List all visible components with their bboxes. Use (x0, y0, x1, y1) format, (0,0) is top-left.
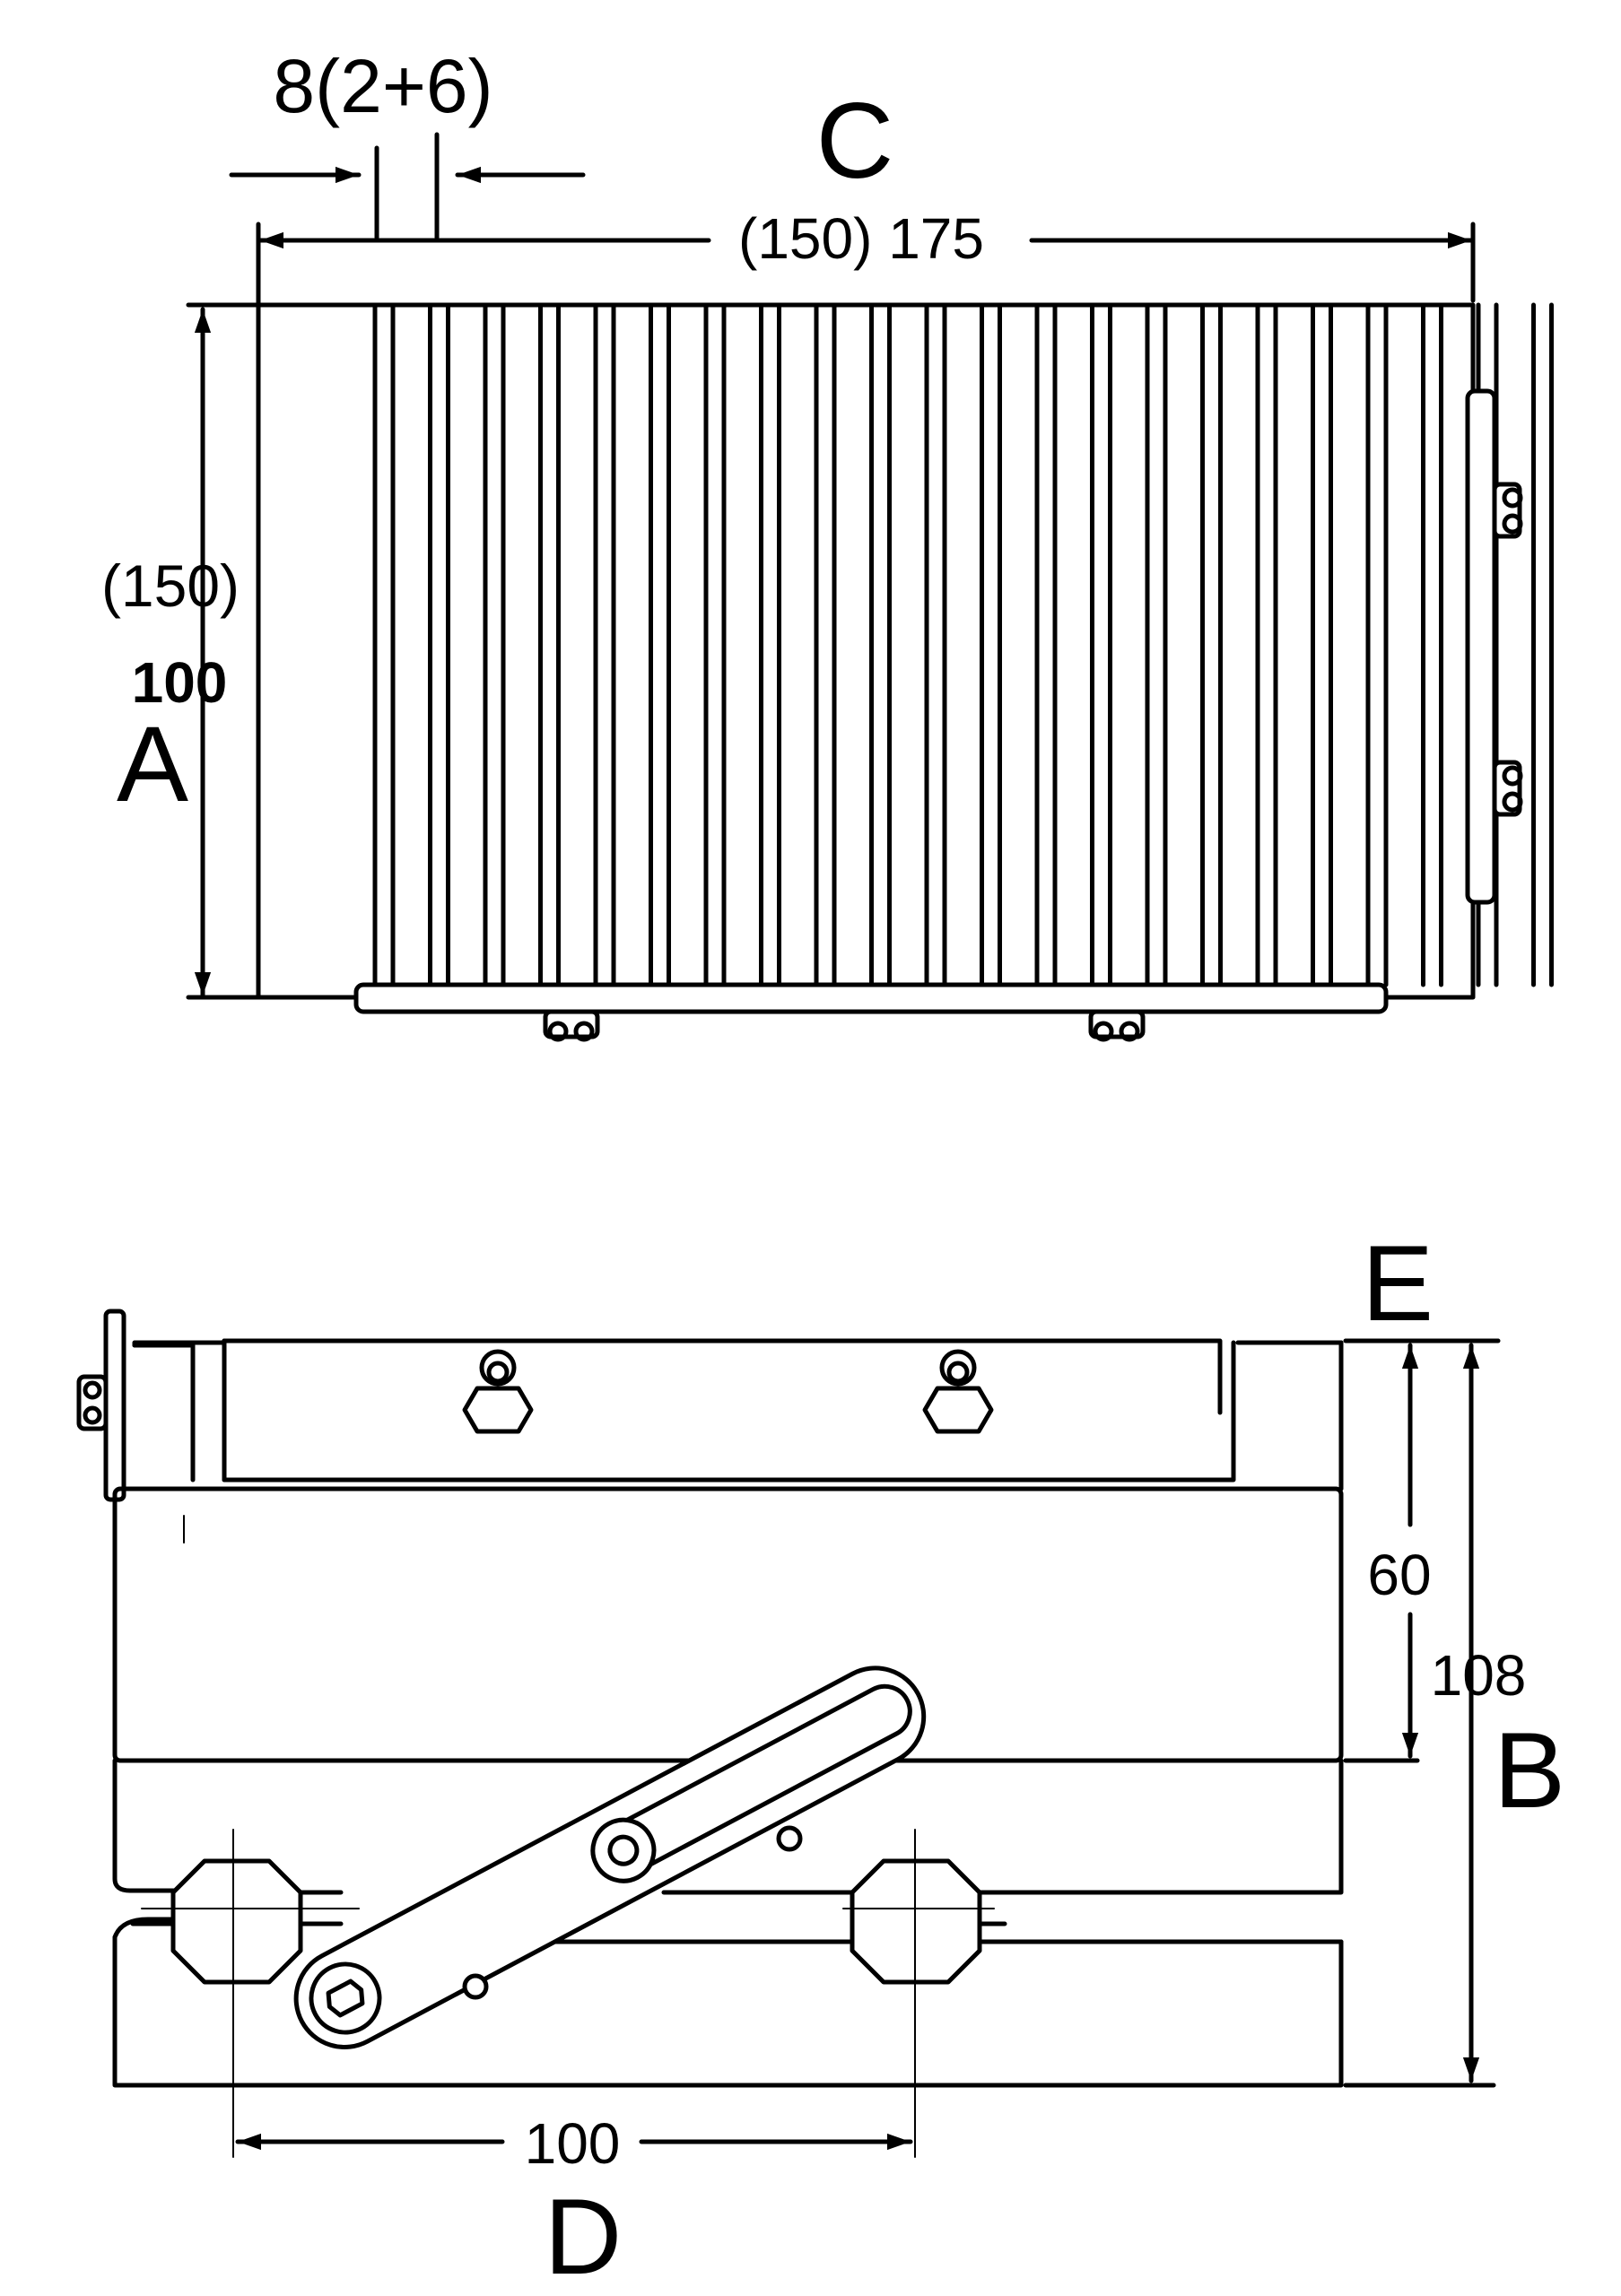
keyhole-screw-right (922, 1349, 994, 1434)
width-dimension: (150) 175 (256, 206, 1476, 306)
height-alt-label: (150) (101, 552, 240, 619)
height-dimension-60: 60 (1343, 1338, 1501, 1763)
lever-arm (293, 1665, 927, 2049)
letter-b: B (1494, 1710, 1565, 1831)
keyhole-screw-left (462, 1349, 534, 1434)
top-plate (132, 1338, 1344, 1492)
height-total-label: 108 (1431, 1643, 1527, 1708)
pivot-pin-left (130, 1858, 360, 1985)
width-label: (150) 175 (738, 206, 984, 271)
letter-d: D (545, 2177, 623, 2296)
top-view: 8(2+6) C (150) 175 (150) 100 A (101, 44, 1554, 1042)
slot-dimension: 8(2+6) (229, 44, 586, 240)
height-label: 100 (132, 650, 228, 715)
left-bracket (76, 1309, 126, 1502)
pivot-dimension: 100 D (232, 1829, 916, 2296)
right-lugs (1492, 482, 1523, 817)
letter-a: A (117, 704, 188, 824)
height-dimension: (150) 100 A (101, 302, 263, 1000)
side-view: E (76, 1223, 1565, 2296)
pivot-pin-right (842, 1858, 1007, 1985)
height-inner-label: 60 (1367, 1543, 1431, 1607)
chuck-top-face (256, 302, 1554, 1042)
letter-c: C (816, 81, 894, 201)
bottom-lugs (543, 1009, 1146, 1042)
height-dimension-108: 108 B (1343, 1343, 1565, 2088)
slot-label: 8(2+6) (273, 44, 492, 128)
lever-studs (462, 1825, 803, 2000)
pivot-label: 100 (525, 2111, 621, 2176)
letter-e: E (1362, 1223, 1434, 1344)
pole-strips (372, 302, 1554, 987)
